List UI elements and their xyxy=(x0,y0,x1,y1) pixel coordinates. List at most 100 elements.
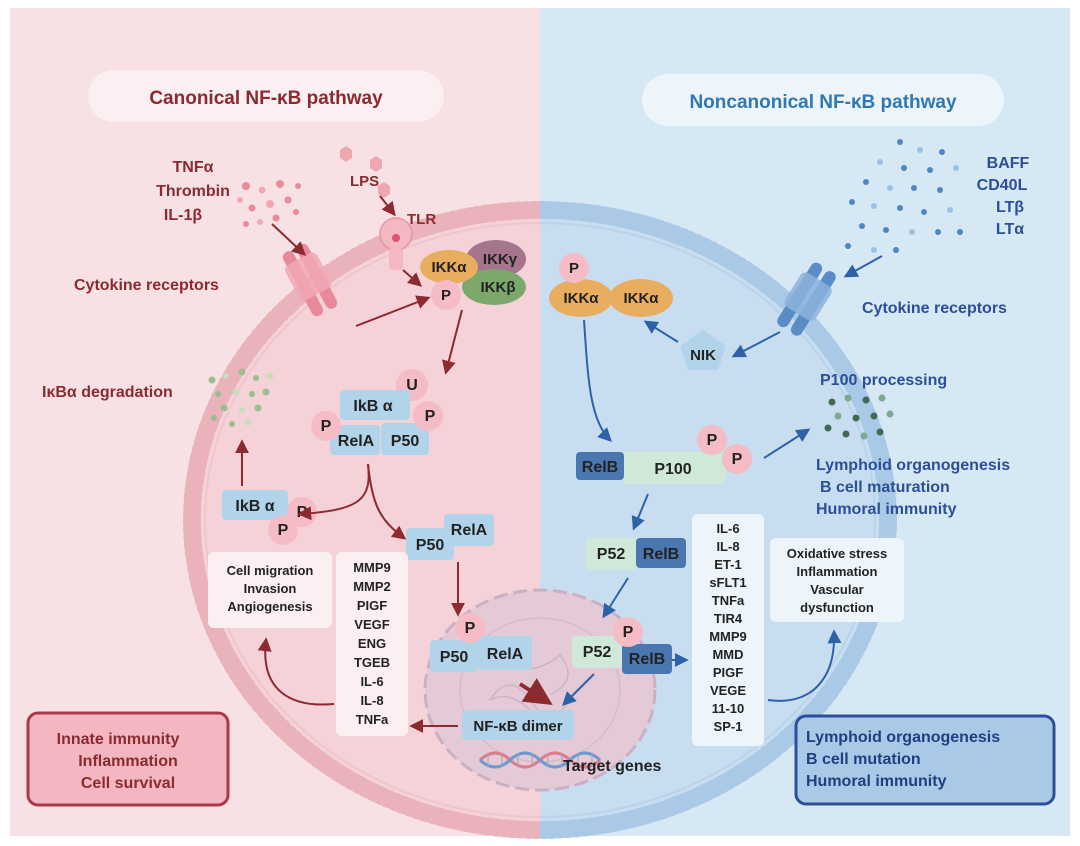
noncanonical-effect-4: dysfunction xyxy=(800,600,874,615)
canonical-gene-list: MMP9 MMP2 PIGF VEGF ENG TGEB IL-6 IL-8 T… xyxy=(353,560,391,727)
canonical-ligands: TNFα Thrombin IL-1β xyxy=(156,159,230,224)
ligand-il1b: IL-1β xyxy=(164,207,202,224)
noncanonical-outcome-box xyxy=(794,714,1056,806)
rela-box-1 xyxy=(330,425,380,455)
p100-processing-label: P100 processing xyxy=(820,372,947,389)
noncanonical-arrows xyxy=(562,255,883,706)
canonical-arrows xyxy=(235,195,553,733)
noncanonical-title-pill xyxy=(642,74,1004,126)
canonical-gene: MMP9 xyxy=(353,560,391,575)
noncanonical-effects-box xyxy=(770,538,904,622)
noncanonical-gene: MMP9 xyxy=(709,629,747,644)
ikkg-label: IKKγ xyxy=(483,251,518,268)
degradation-dots xyxy=(208,368,274,427)
noncanonical-outcome-1: Lymphoid organogenesis xyxy=(806,729,1000,746)
canonical-gene: TGEB xyxy=(354,655,390,670)
target-genes-label: Target genes xyxy=(563,758,662,775)
canonical-genes-box xyxy=(336,552,408,736)
noncanonical-effect-1: Oxidative stress xyxy=(787,546,887,561)
rela-label-2: RelA xyxy=(451,522,488,539)
p100-processing-dots xyxy=(824,394,894,440)
p50-label-1: P50 xyxy=(391,433,420,450)
relb-label-3: RelB xyxy=(629,651,665,668)
p100-label: P100 xyxy=(654,461,691,478)
phosphate-1 xyxy=(311,411,341,441)
noncanonical-ligand-dots xyxy=(845,139,963,253)
canonical-gene: MMP2 xyxy=(353,579,391,594)
noncanonical-gene: ET-1 xyxy=(714,557,741,572)
canonical-title-pill xyxy=(88,70,444,122)
free-ikba-label: IkB α xyxy=(235,498,274,515)
noncanonical-gene: MMD xyxy=(712,647,743,662)
canonical-gene: TNFa xyxy=(356,712,389,727)
canonical-receptor-label: Cytokine receptors xyxy=(74,277,219,294)
noncanonical-gene: sFLT1 xyxy=(709,575,746,590)
canonical-ligand-dots xyxy=(237,180,301,227)
ikka-p-label: P xyxy=(569,260,579,277)
relb-label-1: RelB xyxy=(582,459,618,476)
tlr-receptor xyxy=(379,217,413,270)
p52-relb-complex xyxy=(586,538,686,570)
nuclear-p52-relb xyxy=(572,617,672,674)
noncanonical-gene: TIR4 xyxy=(714,611,743,626)
phosphate-2 xyxy=(413,401,443,431)
p52-label-2: P52 xyxy=(583,644,612,661)
ligand-ltb: LTβ xyxy=(996,199,1024,216)
canonical-outcome-2: Inflammation xyxy=(78,753,178,770)
rela-label-1: RelA xyxy=(338,433,375,450)
noncanonical-gene: 11-10 xyxy=(712,701,745,716)
p100-effect-2: B cell maturation xyxy=(820,479,950,496)
noncanonical-effect-2: Inflammation xyxy=(797,564,878,579)
ligand-lta: LTα xyxy=(996,221,1024,238)
noncanonical-cytokine-receptor xyxy=(777,262,836,336)
ikk-phosphate xyxy=(431,280,461,310)
p100-effect-1: Lymphoid organogenesis xyxy=(816,457,1010,474)
canonical-gene: IL-6 xyxy=(360,674,383,689)
nfkb-dimer-label: NF-κB dimer xyxy=(473,718,562,735)
lps-label: LPS xyxy=(350,173,379,190)
noncanonical-gene: IL-6 xyxy=(716,521,739,536)
p-label-3: P xyxy=(465,620,476,637)
p50-label-2: P50 xyxy=(416,537,445,554)
noncanonical-receptor-label: Cytokine receptors xyxy=(862,300,1007,317)
nik-node xyxy=(680,330,726,370)
free-ikba-p2: P xyxy=(278,522,289,539)
tlr-label: TLR xyxy=(407,211,436,228)
rela-label-3: RelA xyxy=(487,646,524,663)
lps-hexagons xyxy=(340,146,390,198)
relb-label-2: RelB xyxy=(643,546,679,563)
ikka-node xyxy=(420,250,478,284)
ikba-complex xyxy=(311,369,443,455)
noncanonical-genes-box xyxy=(692,514,764,746)
noncanonical-ligands: BAFF CD40L LTβ LTα xyxy=(977,155,1030,238)
canonical-title: Canonical NF-κB pathway xyxy=(149,88,383,109)
ikkb-label: IKKβ xyxy=(481,279,516,296)
canonical-gene: PIGF xyxy=(357,598,387,613)
ligand-thrombin: Thrombin xyxy=(156,183,230,200)
noncanonical-gene: IL-8 xyxy=(716,539,739,554)
ikkg-node xyxy=(466,240,526,278)
p50-rela-complex xyxy=(406,514,494,560)
ikk-p-label: P xyxy=(441,287,451,304)
ikkb-node xyxy=(462,269,526,305)
noncanonical-outcome-2: B cell mutation xyxy=(806,751,921,768)
canonical-gene: VEGF xyxy=(354,617,389,632)
p50-box-1 xyxy=(381,423,429,455)
canonical-gene: IL-8 xyxy=(360,693,383,708)
canonical-effect-3: Angiogenesis xyxy=(227,599,312,614)
p100-effects: Lymphoid organogenesis B cell maturation… xyxy=(816,457,1010,518)
p50-label-3: P50 xyxy=(440,649,469,666)
ikba-label: IkB α xyxy=(353,398,392,415)
noncanonical-outcome-3: Humoral immunity xyxy=(806,773,947,790)
ikk-complex xyxy=(420,240,526,310)
p100-p2: P xyxy=(732,451,743,468)
dna-helix xyxy=(478,751,602,769)
noncanonical-gene-list: IL-6 IL-8 ET-1 sFLT1 TNFa TIR4 MMP9 MMD … xyxy=(709,521,747,734)
canonical-effect-1: Cell migration xyxy=(227,563,314,578)
canonical-cytokine-receptor xyxy=(282,243,338,317)
p52-label-1: P52 xyxy=(597,546,626,563)
ligand-baff: BAFF xyxy=(987,155,1030,172)
p-label-4: P xyxy=(623,624,634,641)
